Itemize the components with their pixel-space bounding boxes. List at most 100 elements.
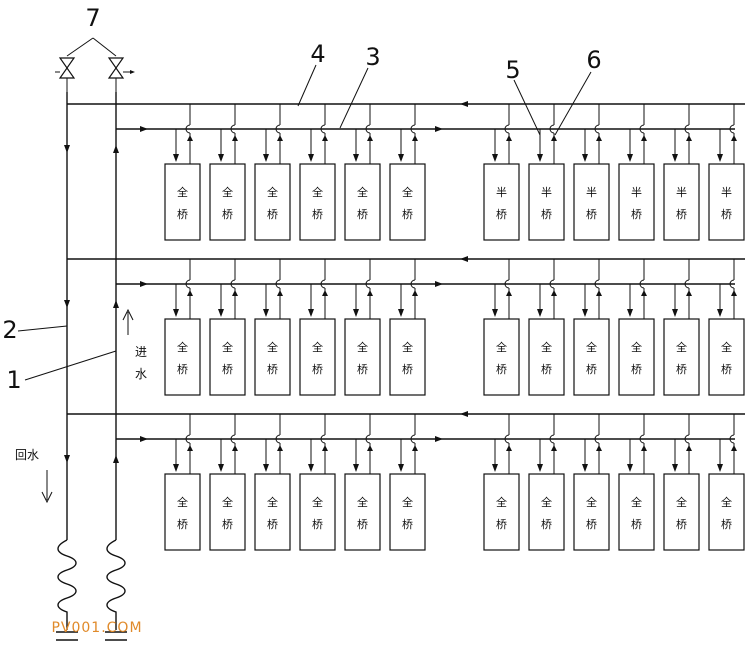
branch-arrow: [492, 154, 498, 162]
module-label: 全: [177, 340, 188, 354]
bridge-module: [528, 318, 565, 396]
crossover-arc: [410, 279, 416, 289]
bridge-module: [299, 163, 336, 241]
bridge-module: [299, 318, 336, 396]
module-label: 全: [312, 185, 323, 199]
module-label: 桥: [631, 363, 642, 376]
branch-arrow: [717, 464, 723, 472]
bridge-module: [389, 473, 426, 551]
module-label: 桥: [267, 363, 278, 376]
module-label: 全: [496, 340, 507, 354]
flow-arrow: [460, 411, 468, 417]
module-label: 全: [586, 340, 597, 354]
flow-arrow: [140, 281, 148, 287]
branch-arrow: [551, 290, 557, 296]
crossover-arc: [365, 279, 371, 289]
module-label: 桥: [496, 518, 507, 531]
module-label: 全: [721, 340, 732, 354]
branch-arrow: [187, 290, 193, 296]
module-label: 全: [721, 495, 732, 509]
module-label: 全: [402, 495, 413, 509]
bridge-module: [164, 163, 201, 241]
branch-arrow: [412, 445, 418, 451]
module-label: 桥: [541, 518, 552, 531]
branch-arrow: [367, 135, 373, 141]
module-label: 桥: [357, 363, 368, 376]
module-label: 桥: [222, 208, 233, 221]
module-label: 半: [721, 185, 732, 199]
branch-arrow: [173, 154, 179, 162]
callout-1: 1: [6, 366, 21, 394]
module-label: 半: [676, 185, 687, 199]
bridge-module: [164, 473, 201, 551]
module-label: 全: [267, 495, 278, 509]
bridge-module: [299, 473, 336, 551]
module-label: 桥: [357, 518, 368, 531]
module-label: 桥: [267, 208, 278, 221]
bridge-module: [618, 163, 655, 241]
branch-arrow: [596, 135, 602, 141]
module-label: 全: [177, 495, 188, 509]
crossover-arc: [185, 124, 191, 134]
branch-arrow: [582, 464, 588, 472]
branch-arrow: [367, 290, 373, 296]
module-label: 桥: [541, 208, 552, 221]
callout-7: 7: [85, 4, 100, 32]
callout-2: 2: [2, 316, 17, 344]
module-label: 桥: [541, 363, 552, 376]
crossover-arc: [320, 434, 326, 444]
crossover-arc: [320, 279, 326, 289]
module-label: 桥: [312, 208, 323, 221]
branch-arrow: [263, 464, 269, 472]
branch-arrow: [398, 154, 404, 162]
module-label: 桥: [177, 518, 188, 531]
branch-arrow: [672, 154, 678, 162]
module-label: 桥: [402, 208, 413, 221]
module-label: 全: [676, 495, 687, 509]
flow-arrow: [460, 101, 468, 107]
bridge-module: [483, 318, 520, 396]
branch-arrow: [322, 445, 328, 451]
module-label: 桥: [312, 518, 323, 531]
crossover-arc: [639, 434, 645, 444]
valve-pair: [55, 37, 135, 92]
valve-icon: [58, 57, 76, 70]
module-label: 桥: [267, 518, 278, 531]
crossover-arc: [365, 124, 371, 134]
crossover-arc: [410, 434, 416, 444]
crossover-arc: [549, 434, 555, 444]
bridge-module: [344, 163, 381, 241]
crossover-arc: [684, 434, 690, 444]
crossover-arc: [639, 124, 645, 134]
crossover-arc: [639, 279, 645, 289]
module-label: 全: [586, 495, 597, 509]
bridge-module: [663, 473, 700, 551]
module-label: 半: [541, 185, 552, 199]
branch-arrow: [582, 154, 588, 162]
branch-arrow: [353, 154, 359, 162]
module-label: 桥: [676, 363, 687, 376]
module-label: 桥: [496, 363, 507, 376]
bridge-module: [344, 318, 381, 396]
branch-arrow: [232, 445, 238, 451]
branch-arrow: [232, 135, 238, 141]
bridge-module: [618, 318, 655, 396]
branch-arrow: [367, 445, 373, 451]
branch-arrow: [173, 309, 179, 317]
branch-arrow: [322, 290, 328, 296]
crossover-arc: [185, 279, 191, 289]
crossover-arc: [594, 434, 600, 444]
bridge-module: [209, 163, 246, 241]
bridge-module: [618, 473, 655, 551]
branch-arrow: [627, 464, 633, 472]
module-label: 桥: [586, 518, 597, 531]
module-label: 全: [357, 185, 368, 199]
module-label: 桥: [222, 518, 233, 531]
branch-arrow: [218, 464, 224, 472]
bridge-module: [389, 318, 426, 396]
module-rows: 全桥全桥全桥全桥全桥全桥半桥半桥半桥半桥半桥半桥全桥全桥全桥全桥全桥全桥全桥全桥…: [67, 101, 745, 551]
crossover-arc: [410, 124, 416, 134]
branch-arrow: [551, 135, 557, 141]
bridge-module: [528, 163, 565, 241]
crossover-arc: [729, 434, 735, 444]
